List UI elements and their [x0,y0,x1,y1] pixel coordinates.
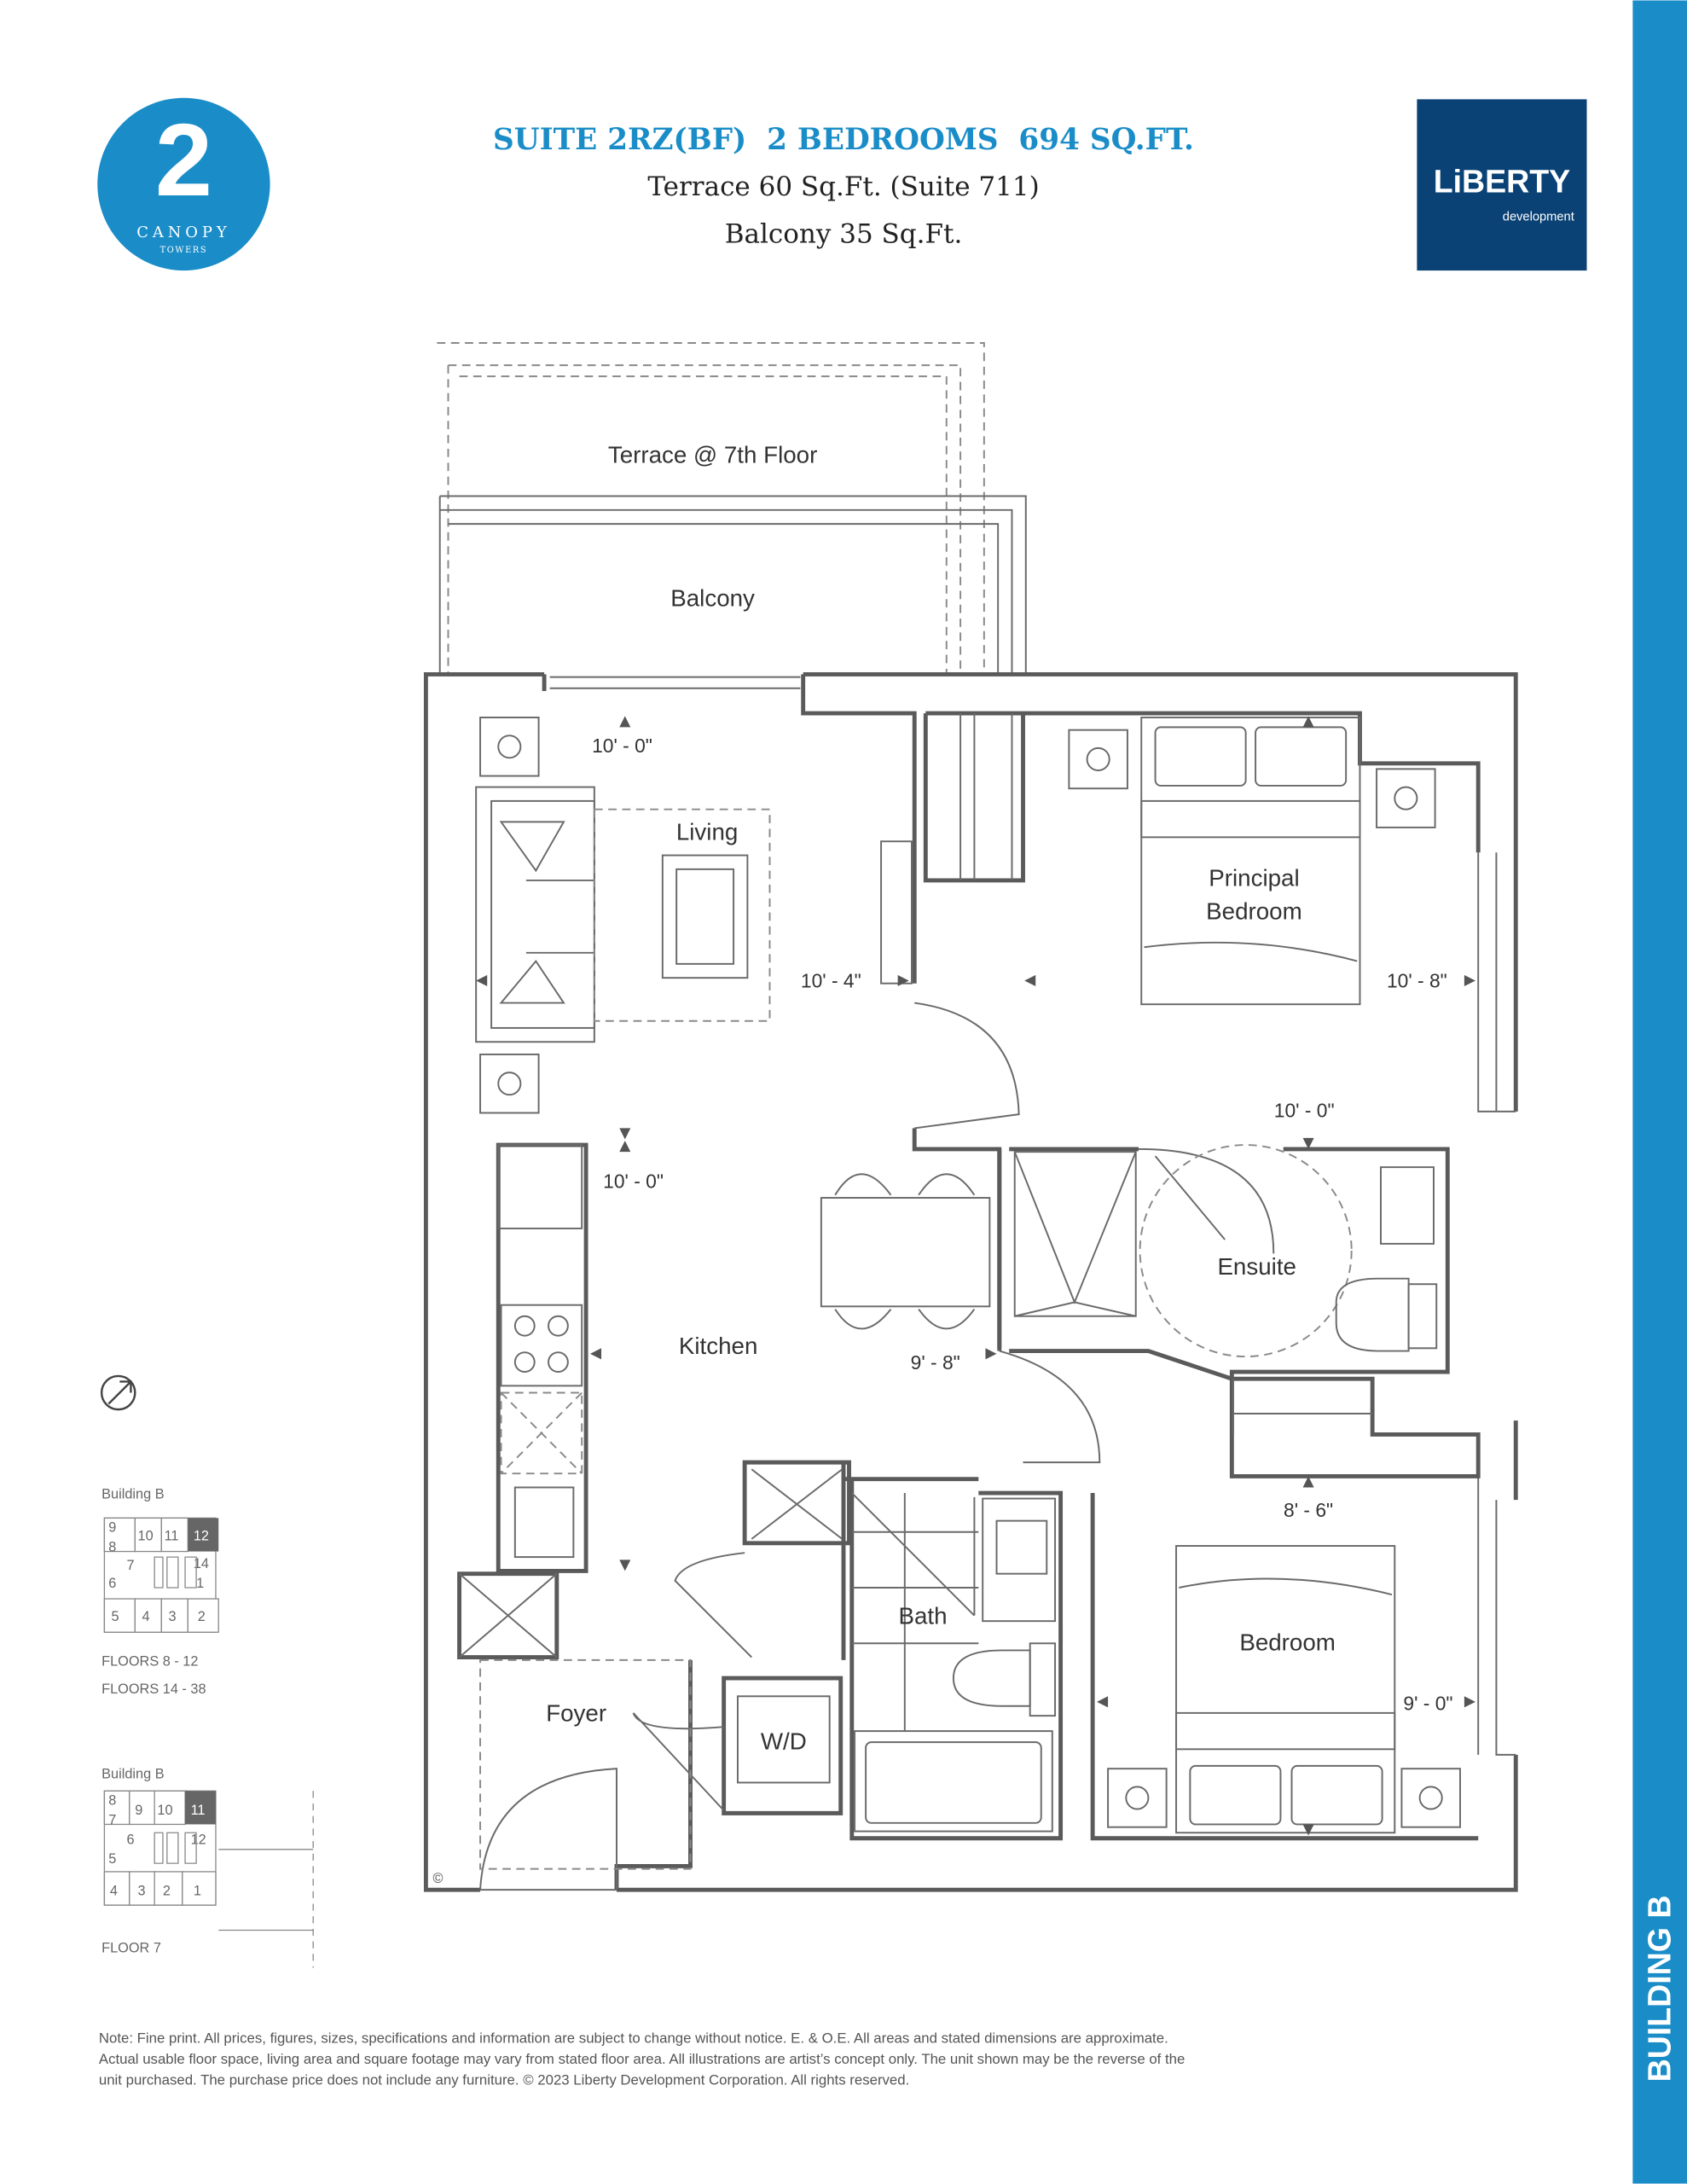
furniture [458,713,1461,1870]
dimension-arrows [476,716,1475,1836]
dim-living-width: 10' - 4" [801,970,861,992]
bedroom-label: Bedroom [1239,1629,1336,1655]
svg-text:6: 6 [127,1832,135,1847]
disclaimer-line-1: Note: Fine print. All prices, figures, s… [99,2030,1168,2047]
keyplan-floors-line-2: FLOORS 14 - 38 [101,1682,206,1697]
svg-text:3: 3 [138,1884,146,1899]
terrace-and-balcony: Terrace @ 7th Floor Balcony [437,341,1027,675]
svg-text:10: 10 [157,1803,172,1818]
dim-kitchen-ceiling: 10' - 0" [603,1170,664,1193]
svg-text:1: 1 [194,1884,201,1899]
canopy-towers-logo: 2 CANOPY TOWERS [97,97,270,271]
ensuite-fixtures [1335,1166,1438,1352]
principal-bedroom-label-2: Bedroom [1206,898,1302,925]
bath-label: Bath [898,1602,947,1629]
dining-set [820,1173,991,1330]
svg-text:10: 10 [138,1529,154,1544]
principal-bed [1140,717,1361,1006]
side-bar-bg [1632,0,1687,2184]
north-arrow-icon [100,1374,136,1411]
room-labels: Living Principal Bedroom Ensuite Kitchen… [433,819,1336,1886]
keyplan-floors-line-1: FLOOR 7 [101,1941,161,1956]
svg-text:14: 14 [194,1556,209,1571]
dim-principal-depth: 10' - 0" [1274,1099,1335,1121]
kitchen-label: Kitchen [679,1333,758,1359]
disclaimer-line-2: Actual usable floor space, living area a… [99,2051,1186,2067]
svg-text:9: 9 [135,1803,142,1818]
svg-text:12: 12 [194,1529,209,1544]
svg-text:2: 2 [163,1884,171,1899]
suite-title: SUITE 2RZ(BF) 2 BEDROOMS 694 SQ.FT. [493,123,1194,157]
svg-text:2: 2 [198,1609,206,1624]
living-label: Living [676,819,738,845]
copyright-mark: © [433,1871,443,1886]
electrical-outlet-icons [479,717,1461,1828]
dim-bedroom-width: 9' - 0" [1403,1693,1452,1715]
terrace-area: Terrace 60 Sq.Ft. (Suite 711) [647,171,1039,202]
sofa [475,786,595,1043]
tv-unit [880,840,913,985]
svg-text:5: 5 [108,1851,116,1867]
suite-header: SUITE 2RZ(BF) 2 BEDROOMS 694 SQ.FT. Terr… [493,123,1194,249]
svg-text:7: 7 [108,1812,116,1827]
keyplan-title: Building B [101,1487,165,1502]
svg-text:8: 8 [108,1540,116,1555]
dimension-labels: 10' - 0" 10' - 4" 10' - 8" 10' - 0" 10' … [476,716,1475,1836]
kitchen-appliances [497,1144,583,1559]
keyplan-floors-line-1: FLOORS 8 - 12 [101,1653,198,1669]
balcony-area: Balcony 35 Sq.Ft. [725,218,963,249]
turning-circle [1139,1144,1353,1358]
canopy-number: 2 [155,102,212,218]
svg-text:3: 3 [168,1609,176,1624]
second-bed [1175,1545,1396,1834]
keyplan-floors-8-38: Building B 9 8 10 11 12 7 14 6 1 5 4 3 2 [101,1487,219,1697]
canopy-name: CANOPY [136,224,230,241]
side-bar-label: BUILDING B [1641,1896,1677,2082]
building-side-bar: BUILDING B [1632,0,1687,2184]
svg-text:8: 8 [108,1793,116,1809]
liberty-sub: development [1503,210,1574,224]
washer-dryer [736,1695,831,1784]
svg-text:12: 12 [191,1832,206,1847]
ensuite-label: Ensuite [1217,1253,1296,1280]
svg-text:6: 6 [108,1576,116,1591]
keyplan-title: Building B [101,1767,165,1782]
foyer-label: Foyer [546,1700,606,1727]
dim-bedroom-depth: 8' - 6" [1284,1499,1333,1521]
shower [1013,1151,1137,1317]
dim-dining: 9' - 8" [911,1351,960,1374]
dim-principal-width: 10' - 8" [1387,970,1447,992]
bath-fixtures [851,1493,1057,1833]
elevator-shafts [458,1468,843,1658]
svg-text:11: 11 [165,1529,179,1544]
svg-text:9: 9 [108,1520,116,1536]
principal-bedroom-label-1: Principal [1209,864,1299,891]
svg-text:4: 4 [110,1884,118,1899]
svg-text:7: 7 [127,1558,135,1573]
keyplan-floor-7: Building B 8 7 9 10 11 6 12 5 4 3 2 1 [101,1767,314,1968]
canopy-sub: TOWERS [160,246,208,255]
terrace-label: Terrace @ 7th Floor [608,441,818,468]
doors [479,1002,1275,1891]
wd-label: W/D [761,1728,807,1754]
dim-living-ceiling: 10' - 0" [592,735,652,757]
svg-text:4: 4 [142,1609,149,1624]
balcony-label: Balcony [670,584,755,611]
disclaimer: Note: Fine print. All prices, figures, s… [99,2030,1186,2088]
svg-text:5: 5 [112,1609,119,1624]
liberty-name: LiBERTY [1434,164,1571,200]
disclaimer-line-3: unit purchased. The purchase price does … [99,2072,909,2088]
svg-text:11: 11 [191,1803,206,1818]
liberty-development-logo: LiBERTY development [1417,99,1587,271]
closet [959,713,1373,1435]
svg-text:1: 1 [196,1576,204,1591]
coffee-table [661,854,749,979]
foyer-clearance [479,1658,692,1870]
